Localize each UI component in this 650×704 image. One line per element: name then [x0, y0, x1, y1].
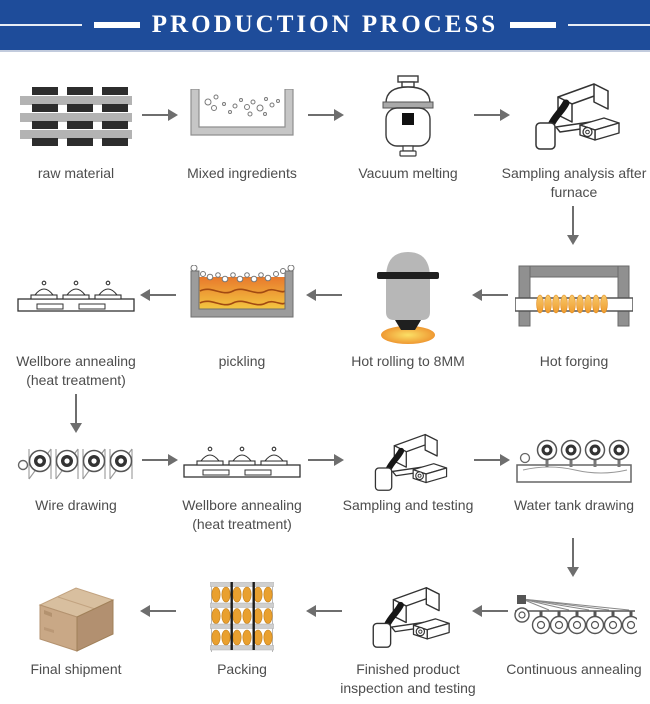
- page-title: PRODUCTION PROCESS: [151, 11, 499, 38]
- step-wellbore-annealing: Wellbore annealing (heat treatment): [10, 246, 142, 390]
- step-label: Continuous annealing: [506, 661, 642, 677]
- raw-material-icon: [20, 74, 132, 158]
- banner-rule-left: [0, 24, 82, 26]
- arrow-down-icon: [567, 206, 579, 245]
- title-banner: PRODUCTION PROCESS: [0, 0, 650, 52]
- arrow-down-icon: [567, 538, 579, 577]
- sampling-pour-icon: [365, 433, 451, 491]
- step-sampling-analysis: Sampling analysis after furnace: [502, 74, 646, 202]
- arrow-right-icon: [308, 454, 344, 466]
- arrow-left-icon: [140, 605, 176, 617]
- water-tank-drawing-icon: [515, 434, 633, 490]
- step-label: Final shipment: [30, 661, 122, 677]
- step-finished-product-inspection: Finished product inspection and testing: [340, 580, 476, 698]
- step-continuous-annealing: Continuous annealing: [506, 580, 642, 679]
- shipping-box-icon: [30, 580, 122, 654]
- arrow-left-icon: [306, 289, 342, 301]
- arrow-right-icon: [142, 109, 178, 121]
- arrow-right-icon: [308, 109, 344, 121]
- vacuum-melting-icon: [378, 74, 438, 158]
- step-label: pickling: [218, 353, 266, 369]
- step-label: Water tank drawing: [513, 497, 635, 513]
- connector-row-2-3: [0, 390, 650, 434]
- process-flow: raw material Mixed ingredients: [0, 52, 650, 698]
- step-label: Packing: [217, 661, 267, 677]
- mixed-ingredients-icon: [189, 74, 295, 158]
- sampling-pour-icon: [362, 580, 454, 654]
- step-label: Wellbore annealing (heat treatment): [182, 497, 302, 532]
- step-label: Wire drawing: [35, 497, 117, 513]
- step-wire-drawing: Wire drawing: [10, 434, 142, 515]
- banner-rule-right: [568, 24, 650, 26]
- step-label: Mixed ingredients: [187, 165, 297, 181]
- wellbore-annealing-icon: [183, 434, 301, 490]
- step-label: Hot forging: [539, 353, 609, 369]
- connector-row-1-2: [0, 202, 650, 246]
- step-label: Wellbore annealing (heat treatment): [16, 353, 136, 388]
- process-row-2: Wellbore annealing (heat treatment): [0, 246, 650, 390]
- step-mixed-ingredients: Mixed ingredients: [176, 74, 308, 183]
- step-label: Vacuum melting: [358, 165, 458, 181]
- arrow-left-icon: [306, 605, 342, 617]
- hot-rolling-icon: [364, 246, 452, 346]
- step-final-shipment: Final shipment: [10, 580, 142, 679]
- process-row-4: Final shipment: [0, 580, 650, 698]
- step-raw-material: raw material: [10, 74, 142, 183]
- arrow-down-icon: [70, 394, 82, 433]
- pickling-icon: [187, 246, 297, 346]
- step-label: Sampling and testing: [342, 497, 474, 513]
- banner-dash-left: [93, 22, 140, 28]
- arrow-right-icon: [142, 454, 178, 466]
- arrow-right-icon: [474, 454, 510, 466]
- process-row-3: Wire drawing We: [0, 433, 650, 534]
- step-water-tank-drawing: Water tank drawing: [508, 434, 640, 515]
- step-wellbore-annealing-2: Wellbore annealing (heat treatment): [176, 434, 308, 534]
- step-label: raw material: [37, 165, 115, 181]
- sampling-pour-icon: [524, 74, 624, 158]
- arrow-right-icon: [474, 109, 510, 121]
- hot-forging-icon: [515, 246, 633, 346]
- continuous-annealing-icon: [511, 580, 637, 654]
- step-vacuum-melting: Vacuum melting: [342, 74, 474, 183]
- connector-row-3-4: [0, 534, 650, 580]
- step-pickling: pickling: [176, 246, 308, 371]
- banner-dash-right: [510, 22, 557, 28]
- step-label: Finished product inspection and testing: [340, 661, 476, 696]
- wellbore-annealing-icon: [17, 246, 135, 346]
- arrow-left-icon: [472, 605, 508, 617]
- arrow-left-icon: [472, 289, 508, 301]
- packing-coils-icon: [210, 580, 274, 654]
- step-hot-rolling: Hot rolling to 8MM: [342, 246, 474, 371]
- wire-drawing-icon: [17, 434, 135, 490]
- step-hot-forging: Hot forging: [508, 246, 640, 371]
- step-packing: Packing: [176, 580, 308, 679]
- process-row-1: raw material Mixed ingredients: [0, 74, 650, 202]
- step-label: Hot rolling to 8MM: [351, 353, 465, 369]
- step-label: Sampling analysis after furnace: [501, 165, 647, 200]
- step-sampling-testing: Sampling and testing: [342, 433, 474, 515]
- arrow-left-icon: [140, 289, 176, 301]
